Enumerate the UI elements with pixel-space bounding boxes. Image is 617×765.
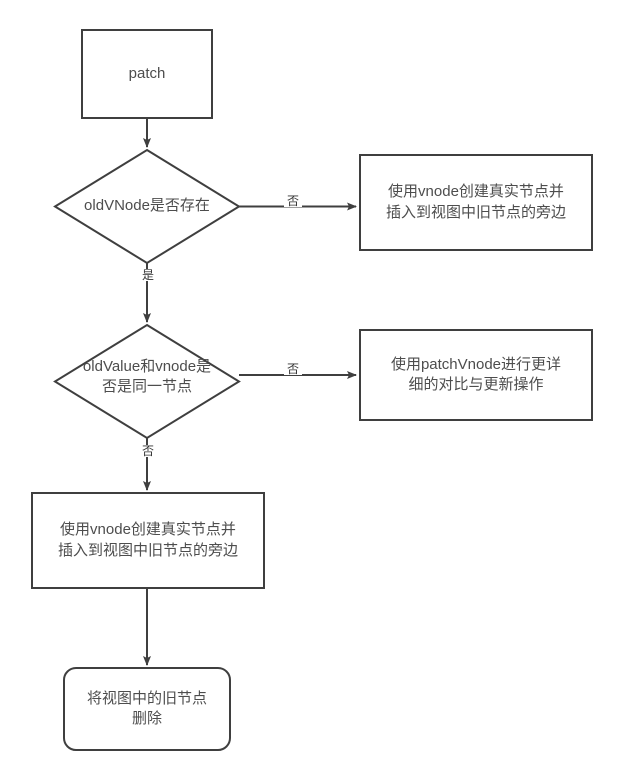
edge-label-decision1-no: 否 — [284, 195, 302, 207]
node-decision1-shape[interactable] — [53, 148, 241, 265]
node-create1-shape[interactable] — [359, 154, 593, 251]
edge-label-decision2-no-right: 否 — [284, 363, 302, 375]
edge-label-decision1-yes: 是 — [139, 269, 157, 281]
edge-label-decision2-no-down: 否 — [139, 445, 157, 457]
node-patchvnode-shape[interactable] — [359, 329, 593, 421]
node-remove-shape[interactable] — [63, 667, 231, 751]
node-create2-shape[interactable] — [31, 492, 265, 589]
node-decision2-shape[interactable] — [53, 323, 241, 440]
node-start-shape[interactable] — [81, 29, 213, 119]
